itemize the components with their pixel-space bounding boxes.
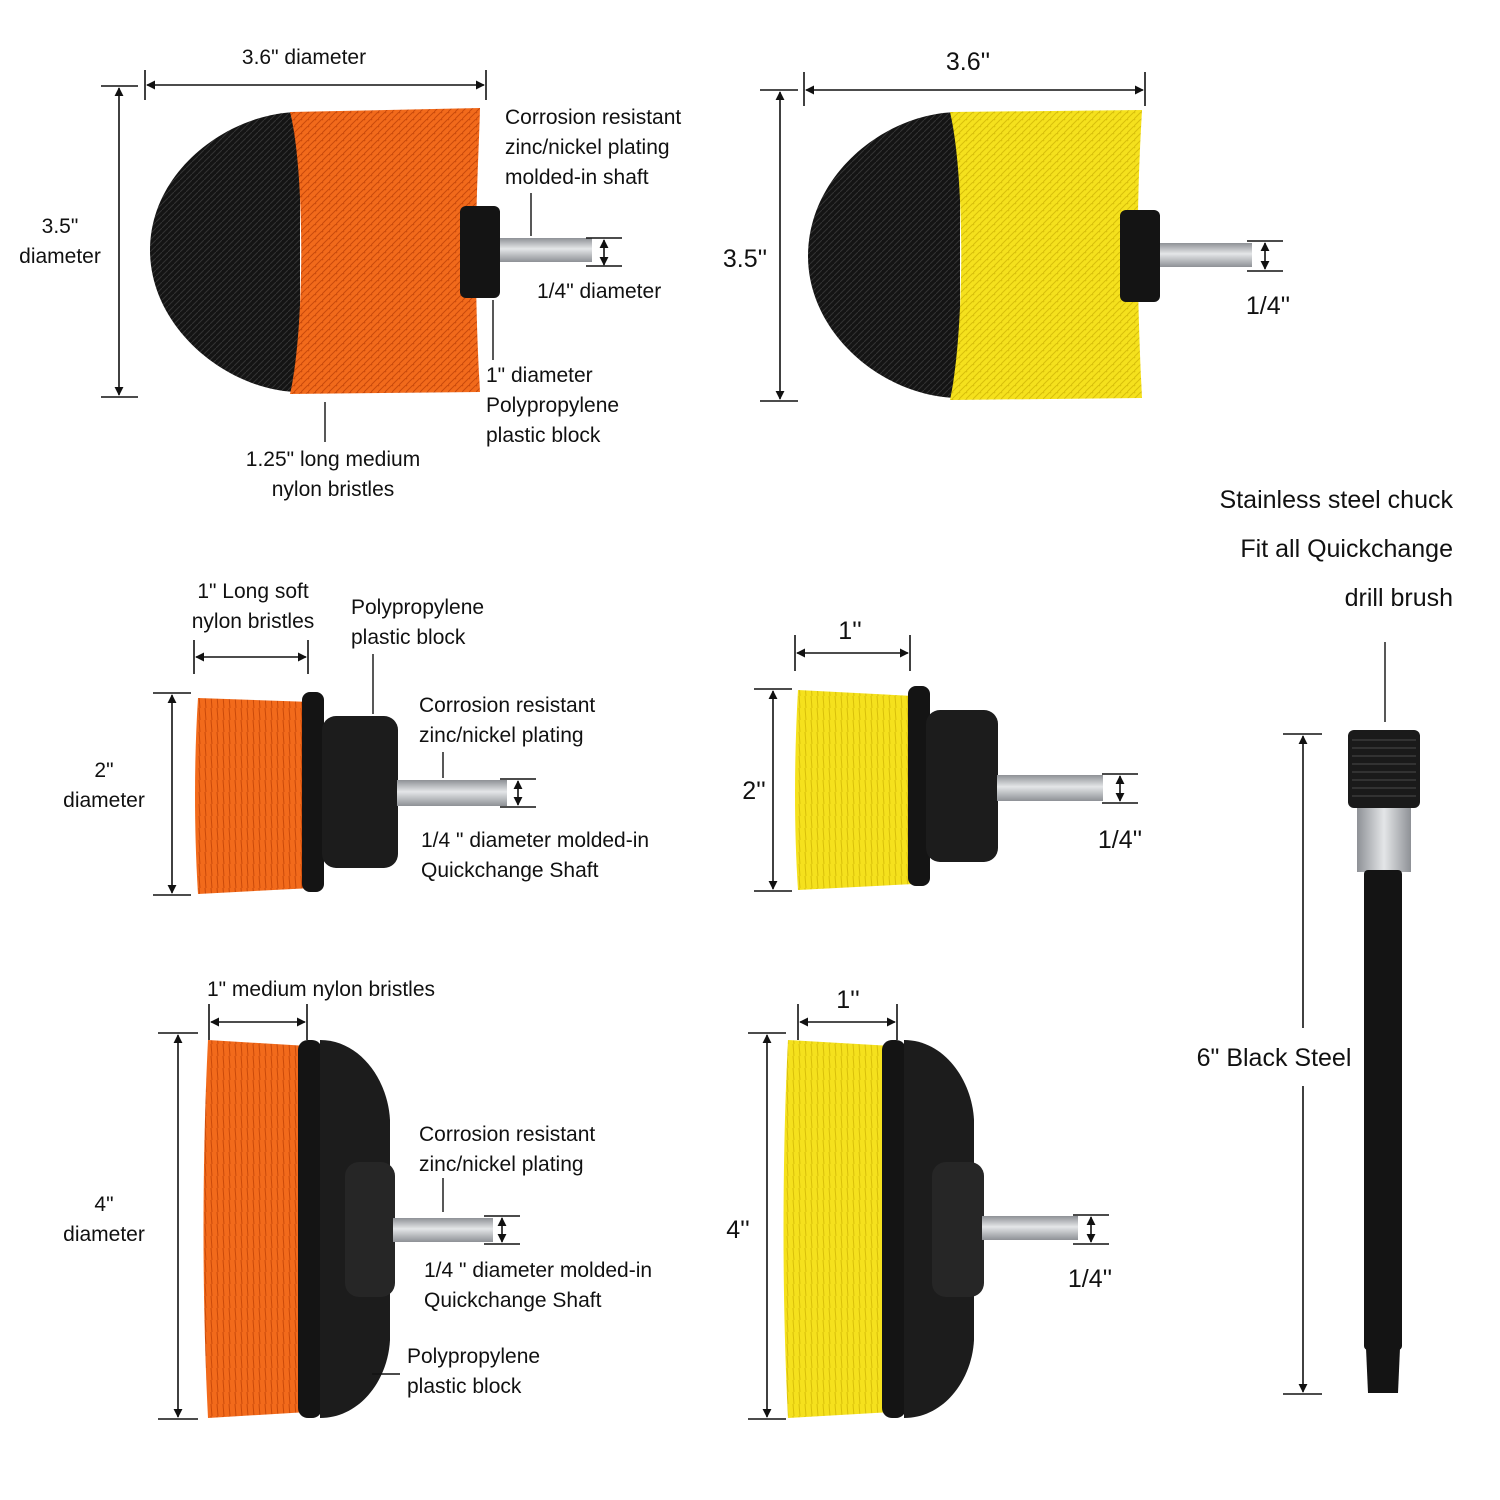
block-label: Polypropylene [486, 394, 619, 417]
steel-collar [1357, 808, 1411, 872]
plating-label: zinc/nickel plating [419, 1153, 584, 1176]
extension-title: Stainless steel chuck [1220, 486, 1454, 514]
height-label: 3.5" [42, 215, 79, 238]
plastic-block [345, 1162, 395, 1297]
shaft-label: molded-in shaft [505, 166, 649, 189]
block-label: plastic block [351, 626, 466, 649]
extension-rod [1348, 730, 1420, 1393]
plastic-disc [882, 1040, 906, 1418]
brush-orange-drill [150, 108, 592, 394]
plating-label: Corrosion resistant [419, 694, 595, 717]
plastic-block [322, 716, 398, 868]
hex-shaft [500, 238, 592, 262]
plastic-block [932, 1162, 984, 1297]
brush-yellow-small [795, 686, 1103, 890]
block-label: 1" diameter [486, 364, 593, 387]
label-background [1188, 1028, 1360, 1086]
yellow-bristles [950, 110, 1142, 400]
bristle-label: 1.25" long medium [246, 448, 420, 471]
bristle-label: 1" Long soft [197, 580, 309, 603]
shaft-label: Quickchange Shaft [424, 1289, 602, 1312]
width-label: 1'' [836, 986, 859, 1014]
yellow-bristles [795, 690, 914, 890]
hex-label: 1/4'' [1246, 292, 1290, 320]
plastic-disc [908, 686, 930, 886]
orange-bristles [203, 1040, 308, 1418]
block-label: plastic block [407, 1375, 522, 1398]
width-label: 1'' [838, 617, 861, 645]
height-label: 2'' [742, 777, 765, 805]
hex-tip [1366, 1348, 1400, 1393]
hex-shaft [397, 780, 507, 806]
shaft-label: Quickchange Shaft [421, 859, 599, 882]
hex-label: 1/4'' [1098, 826, 1142, 854]
knurl-pattern [1352, 739, 1416, 797]
plating-label: Corrosion resistant [419, 1123, 595, 1146]
hex-shaft [982, 1216, 1078, 1240]
brush-orange-large [203, 1040, 493, 1418]
orange-bristles [290, 108, 480, 394]
plating-label: zinc/nickel plating [419, 724, 584, 747]
block-label: Polypropylene [407, 1345, 540, 1368]
extension-title: Fit all Quickchange [1240, 535, 1453, 563]
black-bristles [808, 112, 960, 398]
shaft-label: zinc/nickel plating [505, 136, 670, 159]
plastic-disc [298, 1040, 322, 1418]
height-label: diameter [63, 1223, 145, 1246]
orange-bristles [195, 698, 312, 894]
hex-shaft [1160, 243, 1252, 267]
length-label: 6" Black Steel [1197, 1044, 1352, 1072]
plastic-block [1120, 210, 1160, 302]
hex-shaft [393, 1218, 493, 1242]
shaft-label: 1/4 " diameter molded-in [421, 829, 649, 852]
brush-yellow-large [783, 1040, 1078, 1418]
shaft-label: Corrosion resistant [505, 106, 681, 129]
height-label: 4'' [726, 1216, 749, 1244]
bristle-label: nylon bristles [192, 610, 315, 633]
block-label: plastic block [486, 424, 601, 447]
plastic-block [460, 206, 500, 298]
extension-title: drill brush [1345, 584, 1453, 612]
height-label: 3.5'' [723, 245, 767, 273]
height-label: diameter [19, 245, 101, 268]
hex-label: 1/4" diameter [537, 280, 661, 303]
height-label: 2" [94, 759, 113, 782]
width-label: 3.6'' [946, 48, 990, 76]
plastic-disc [302, 692, 324, 892]
height-label: 4" [94, 1193, 113, 1216]
yellow-bristles [783, 1040, 892, 1418]
width-label: 3.6" diameter [242, 46, 366, 69]
plastic-block [926, 710, 998, 862]
black-steel-rod [1364, 870, 1402, 1350]
brush-yellow-drill [808, 110, 1252, 400]
height-label: diameter [63, 789, 145, 812]
brush-orange-small [195, 692, 507, 894]
block-label: Polypropylene [351, 596, 484, 619]
shaft-label: 1/4 " diameter molded-in [424, 1259, 652, 1282]
bristle-label: nylon bristles [272, 478, 395, 501]
bristle-label: 1" medium nylon bristles [207, 978, 435, 1001]
hex-shaft [997, 775, 1103, 801]
black-bristles [150, 112, 300, 392]
hex-label: 1/4'' [1068, 1265, 1112, 1293]
